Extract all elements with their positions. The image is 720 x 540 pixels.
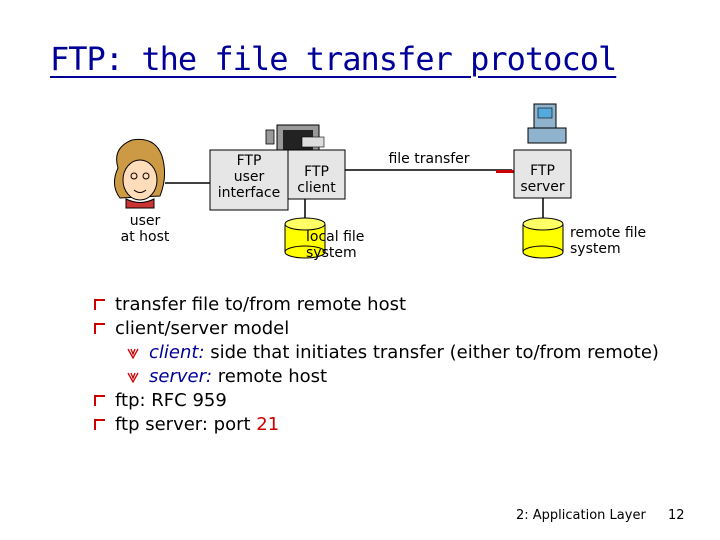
bullet-text: transfer file to/from remote host (115, 294, 407, 315)
ftp-server-label-line2: server (520, 179, 565, 195)
user-label-line2: at host (120, 229, 170, 245)
user-at-host-label: user at host (112, 213, 178, 245)
file-transfer-label: file transfer (388, 151, 470, 167)
ftp-ui-label-line3: interface (217, 185, 281, 201)
remote-file-system-label: remote file system (570, 225, 646, 257)
sub-bullet-item: client: side that initiates transfer (ei… (94, 341, 674, 365)
remote-fs-label-line1: remote file (570, 225, 647, 241)
ftp-diagram: user at host FTP user interface FTP clie… (112, 103, 646, 261)
bullet-item: transfer file to/from remote host (94, 293, 674, 317)
local-fs-label-line1: local file (306, 229, 365, 245)
ftp-ui-label-line2: user (233, 169, 265, 185)
ftp-client-label: FTP client (288, 164, 345, 196)
ftp-client-label-line2: client (297, 180, 336, 196)
local-fs-label-line2: system (306, 245, 357, 261)
sub-bullet-marker-icon (127, 348, 139, 359)
sub-bullet-item: server: remote host (94, 365, 674, 389)
user-person-icon (114, 138, 166, 209)
client-term: client: (149, 342, 205, 363)
bullet-item: client/server model (94, 317, 674, 341)
ftp-server-computer-icon (527, 103, 567, 144)
diagram-graphics (114, 103, 572, 259)
bullet-item: ftp: RFC 959 (94, 389, 674, 413)
bullet-text: ftp: RFC 959 (115, 390, 227, 411)
sub-bullet-marker-icon (127, 372, 139, 383)
transfer-arrowhead (496, 170, 514, 173)
port-number: 21 (256, 414, 280, 435)
bullet-marker-icon (94, 323, 105, 334)
ftp-server-label-line1: FTP (530, 163, 555, 179)
server-term: server: (149, 366, 213, 387)
bullet-marker-icon (94, 419, 105, 430)
ftp-client-box (287, 149, 346, 200)
remote-file-system-cylinder (522, 217, 564, 259)
bullet-text: ftp server: port (115, 414, 257, 435)
server-definition: remote host (212, 366, 328, 387)
local-file-system-cylinder (284, 217, 326, 259)
footer-page-number: 12 (668, 508, 685, 523)
ftp-client-label-line1: FTP (304, 164, 329, 180)
user-label-line1: user (129, 213, 161, 229)
ftp-server-label: FTP server (514, 163, 571, 195)
footer-chapter: 2: Application Layer (516, 508, 646, 523)
ftp-server-box (513, 149, 572, 199)
bullet-marker-icon (94, 395, 105, 406)
ftp-user-interface-label: FTP user interface (210, 153, 288, 201)
ftp-ui-label-line1: FTP (236, 153, 262, 169)
slide-title: FTP: the file transfer protocol (50, 40, 617, 78)
bullet-marker-icon (94, 299, 105, 310)
bullet-item: ftp server: port 21 (94, 413, 674, 437)
remote-fs-label-line2: system (570, 241, 621, 257)
bullet-list: transfer file to/from remote host client… (94, 293, 674, 437)
bullet-text: client/server model (115, 318, 290, 339)
client-definition: side that initiates transfer (either to/… (204, 342, 659, 363)
ftp-user-interface-box (209, 149, 289, 211)
local-file-system-label: local file system (306, 229, 364, 261)
